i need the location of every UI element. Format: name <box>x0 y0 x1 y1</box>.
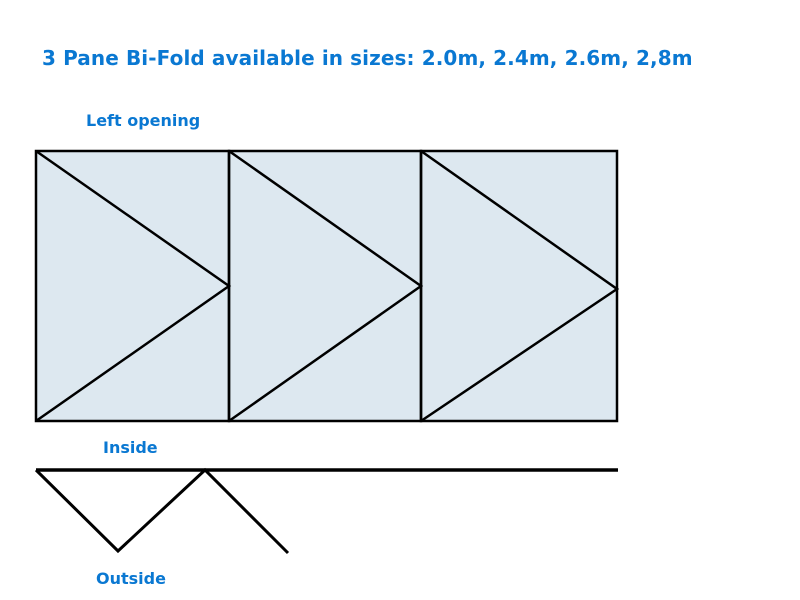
pane-3-opening-chevron <box>420 149 620 423</box>
inside-label: Inside <box>103 438 158 457</box>
door-frame-fill <box>36 151 617 421</box>
opening-direction-label: Left opening <box>86 111 201 130</box>
plan-view <box>34 467 618 555</box>
diagram-title: 3 Pane Bi-Fold available in sizes: 2.0m,… <box>42 46 693 70</box>
outside-label: Outside <box>96 569 166 588</box>
pane-3 <box>419 149 620 423</box>
pane-3-outline <box>419 149 619 423</box>
folded-panels-zigzag <box>34 467 290 555</box>
